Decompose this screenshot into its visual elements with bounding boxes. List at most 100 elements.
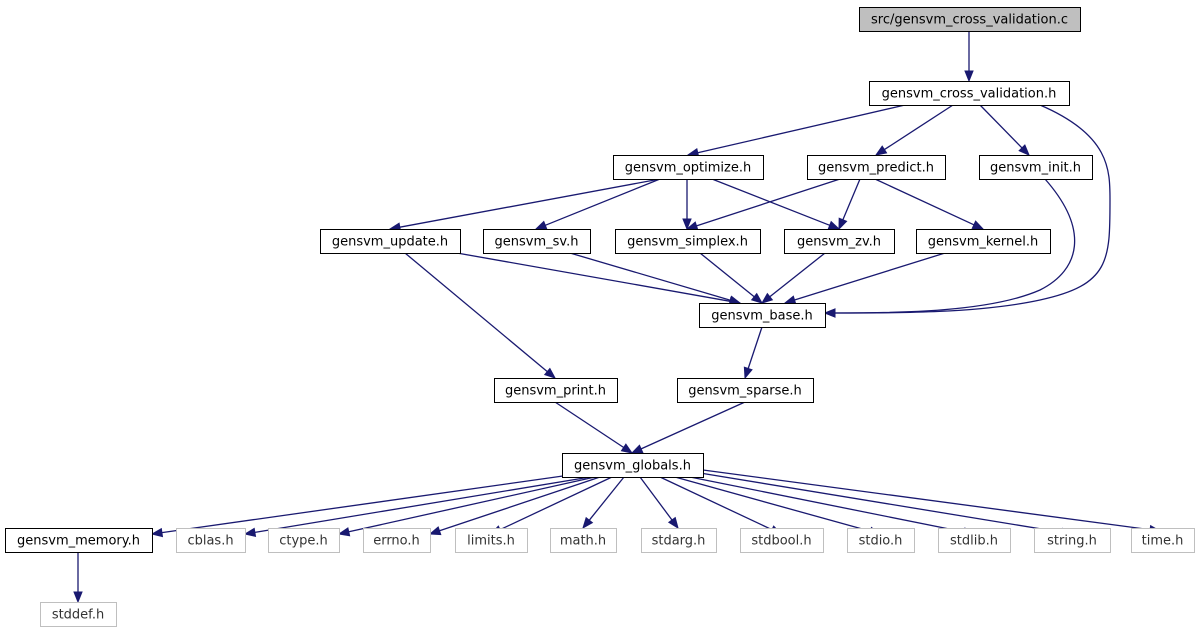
node-box bbox=[1131, 528, 1195, 553]
edge-line bbox=[699, 472, 1063, 534]
node-box bbox=[613, 155, 764, 180]
edge-line bbox=[884, 104, 954, 151]
edge-line bbox=[702, 469, 1151, 531]
node-label: ctype.h bbox=[279, 534, 328, 549]
edge-arrowhead bbox=[620, 443, 634, 454]
node-box bbox=[5, 528, 153, 553]
node-stddef[interactable]: stddef.h bbox=[40, 602, 117, 627]
node-label: gensvm_predict.h bbox=[818, 161, 934, 176]
node-label: limits.h bbox=[467, 534, 515, 549]
edge-globals-stdarg bbox=[639, 476, 679, 530]
edge-arrowhead bbox=[874, 145, 888, 156]
node-sparse[interactable]: gensvm_sparse.h bbox=[677, 378, 814, 403]
node-label: gensvm_zv.h bbox=[797, 235, 881, 250]
edge-arrowhead bbox=[630, 444, 644, 454]
edge-arrowhead bbox=[243, 527, 257, 537]
node-base[interactable]: gensvm_base.h bbox=[699, 303, 826, 328]
node-kernel[interactable]: gensvm_kernel.h bbox=[916, 229, 1051, 254]
node-label: math.h bbox=[560, 534, 606, 549]
edge-arrowhead bbox=[823, 308, 836, 318]
node-box bbox=[979, 155, 1093, 180]
edge-line bbox=[569, 252, 731, 301]
edge-line bbox=[769, 252, 826, 298]
edge-line bbox=[689, 476, 965, 533]
node-box bbox=[869, 81, 1070, 106]
node-errno[interactable]: errno.h bbox=[363, 528, 431, 553]
edge-print-globals bbox=[554, 401, 634, 454]
node-box bbox=[40, 602, 117, 627]
edge-line bbox=[696, 178, 841, 227]
edge-line bbox=[554, 401, 625, 449]
node-ctype[interactable]: ctype.h bbox=[268, 528, 340, 553]
node-stdio[interactable]: stdio.h bbox=[847, 528, 915, 553]
node-math[interactable]: math.h bbox=[550, 528, 617, 553]
node-sv[interactable]: gensvm_sv.h bbox=[483, 229, 591, 254]
edge-simplex-base bbox=[699, 252, 764, 304]
node-stdlib[interactable]: stdlib.h bbox=[938, 528, 1011, 553]
node-box bbox=[807, 155, 946, 180]
edge-cv-predict bbox=[874, 104, 954, 156]
edge-line bbox=[697, 104, 906, 154]
node-init[interactable]: gensvm_init.h bbox=[979, 155, 1093, 180]
node-cv[interactable]: gensvm_cross_validation.h bbox=[869, 81, 1070, 106]
edge-arrowhead bbox=[534, 220, 548, 230]
node-box bbox=[641, 528, 717, 553]
node-label: gensvm_globals.h bbox=[574, 459, 691, 474]
edge-update-print bbox=[404, 252, 557, 379]
node-globals[interactable]: gensvm_globals.h bbox=[562, 453, 704, 478]
edge-globals-math bbox=[582, 476, 625, 530]
node-box bbox=[784, 229, 895, 254]
node-stdarg[interactable]: stdarg.h bbox=[641, 528, 717, 553]
edge-line bbox=[499, 476, 613, 531]
edge-line bbox=[834, 104, 1111, 314]
edge-arrowhead bbox=[838, 217, 848, 231]
node-print[interactable]: gensvm_print.h bbox=[494, 378, 618, 403]
node-box bbox=[320, 229, 461, 254]
node-limits[interactable]: limits.h bbox=[455, 528, 528, 553]
edge-base-sparse bbox=[743, 326, 763, 380]
edge-sparse-globals bbox=[630, 401, 746, 454]
edge-globals-stdbool bbox=[659, 476, 783, 535]
node-box bbox=[677, 378, 814, 403]
node-string[interactable]: string.h bbox=[1034, 528, 1111, 553]
node-predict[interactable]: gensvm_predict.h bbox=[807, 155, 946, 180]
edge-line bbox=[659, 476, 773, 531]
edge-line bbox=[842, 178, 861, 221]
node-cblas[interactable]: cblas.h bbox=[176, 528, 246, 553]
node-label: gensvm_sparse.h bbox=[688, 384, 802, 399]
edge-globals-memory bbox=[150, 474, 571, 538]
node-label: gensvm_optimize.h bbox=[625, 161, 752, 176]
node-memory[interactable]: gensvm_memory.h bbox=[5, 528, 153, 553]
edge-arrowhead bbox=[682, 218, 692, 231]
edge-globals-errno bbox=[428, 476, 601, 536]
node-stdbool[interactable]: stdbool.h bbox=[740, 528, 824, 553]
node-update[interactable]: gensvm_update.h bbox=[320, 229, 461, 254]
node-optimize[interactable]: gensvm_optimize.h bbox=[613, 155, 764, 180]
edge-optimize-update bbox=[388, 178, 661, 232]
edge-optimize-zv bbox=[711, 178, 841, 230]
node-label: gensvm_update.h bbox=[332, 235, 448, 250]
node-time[interactable]: time.h bbox=[1131, 528, 1195, 553]
node-box bbox=[363, 528, 431, 553]
edge-line bbox=[588, 476, 625, 521]
edge-predict-zv bbox=[838, 178, 861, 231]
node-label: stdarg.h bbox=[652, 534, 706, 549]
edges-layer bbox=[73, 31, 1162, 604]
edge-line bbox=[640, 401, 746, 450]
node-zv[interactable]: gensvm_zv.h bbox=[784, 229, 895, 254]
node-label: gensvm_cross_validation.h bbox=[882, 87, 1057, 102]
edge-zv-base bbox=[760, 252, 826, 304]
node-simplex[interactable]: gensvm_simplex.h bbox=[615, 229, 761, 254]
node-label: gensvm_kernel.h bbox=[928, 235, 1039, 250]
edge-init-base bbox=[823, 178, 1076, 318]
edge-line bbox=[979, 104, 1023, 149]
edge-line bbox=[161, 474, 571, 534]
edge-sv-base bbox=[569, 252, 742, 305]
edge-globals-ctype bbox=[337, 476, 596, 537]
nodes-layer: src/gensvm_cross_validation.cgensvm_cros… bbox=[5, 7, 1195, 627]
edge-line bbox=[639, 476, 673, 521]
edge-line bbox=[874, 178, 975, 226]
edge-arrowhead bbox=[337, 527, 351, 537]
edge-globals-string bbox=[699, 472, 1074, 537]
